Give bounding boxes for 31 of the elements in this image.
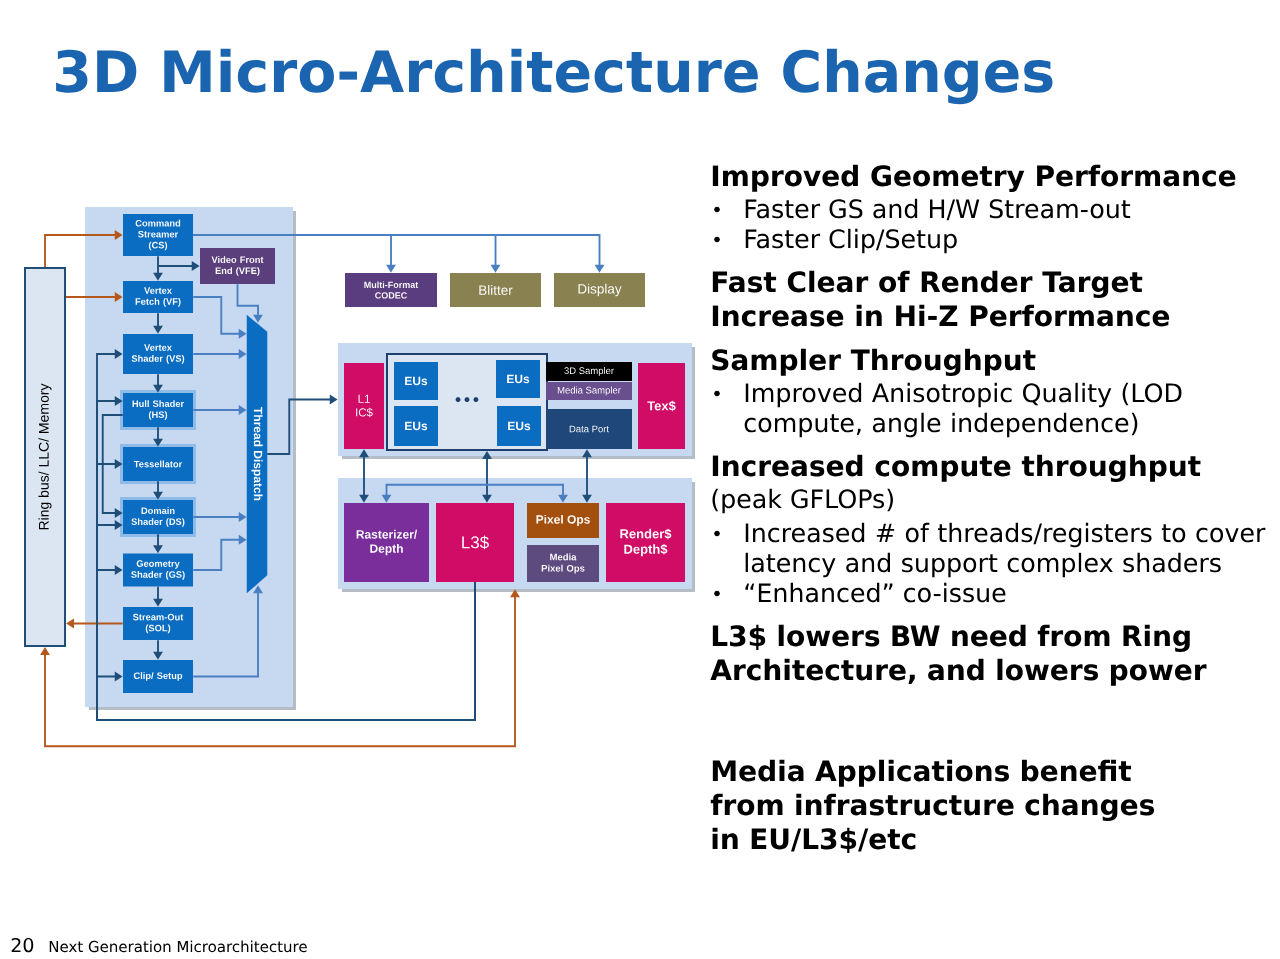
unit-box: Media Sampler [546,382,632,400]
bullet-text: Faster GS and H/W Stream-out [745,198,1131,221]
unit-box: Pixel Ops [527,503,599,538]
heading: Improved Geometry Performance [712,164,1236,193]
unit-box: Media Pixel Ops [527,545,599,582]
bullet-text: Faster Clip/Setup [745,228,957,254]
unit-box: Data Port [546,409,632,449]
title: 3D Micro-Architecture Changes [56,48,1053,105]
page-number: 20 [11,937,34,953]
bullet-text: “Enhanced” co-issue [745,582,1006,603]
heading: Increased compute throughput [712,454,1201,483]
heading: Media Applications benefit from infrastructure changes in EU/L3$/etc [710,759,1154,854]
eu-box: EUs [496,360,540,398]
cache-box: Render$ Depth$ [606,503,685,582]
unit-box: Multi-Format CODEC [345,273,437,307]
stage-box: Video Front End (VFE) [200,248,275,284]
cache-box: Tex$ [638,363,685,449]
bus-box: Ring bus/ LLC/ Memory [24,267,66,647]
unit-box: Display [554,273,645,307]
eu-box: EUs [497,406,541,446]
stage-box: Command Streamer (CS) [123,214,193,256]
stage-box: Vertex Fetch (VF) [123,281,193,313]
bullet-text: Increased # of threads/registers to cover latency and support complex shaders [745,522,1266,578]
heading: L3$ lowers BW need from Ring Architecture, and lowers power [710,624,1207,686]
heading: Fast Clear of Render Target [712,270,1143,299]
footer-text: Next Generation Microarchitecture [49,940,307,953]
bullet-text: Improved Anisotropic Quality (LOD compute, angle independence) [744,382,1182,438]
heading: Increase in Hi-Z Performance [712,304,1170,327]
unit-box: Blitter [450,273,541,307]
heading: Sampler Throughput [712,348,1036,377]
text: (peak GFLOPs) [712,488,893,514]
